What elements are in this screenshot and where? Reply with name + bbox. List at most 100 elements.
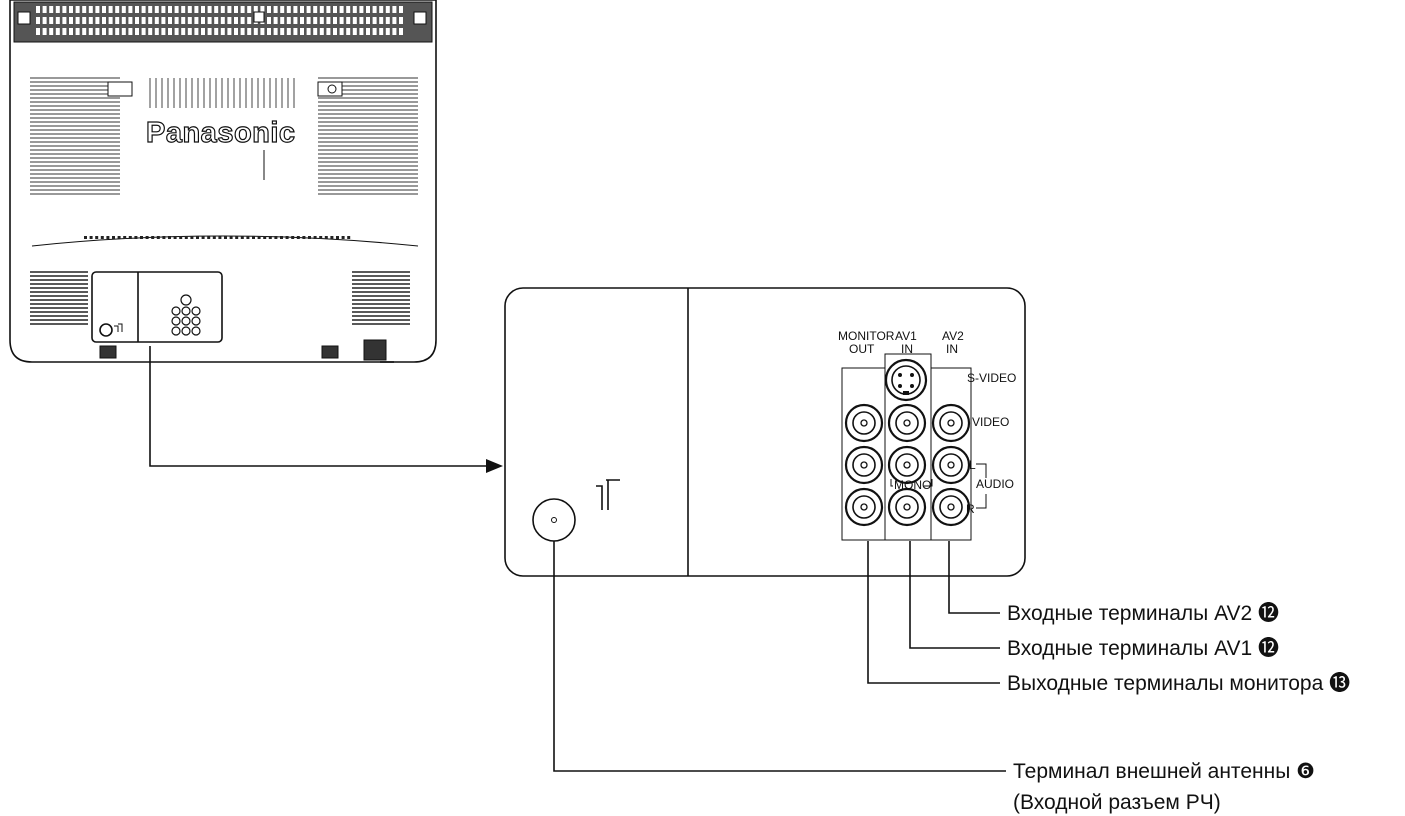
vent-slot xyxy=(385,17,390,24)
top-vent-slots xyxy=(36,6,403,35)
vent-slot xyxy=(207,17,212,24)
vent-dot xyxy=(106,236,110,239)
svideo-pin xyxy=(898,384,902,388)
vent-dot xyxy=(336,236,339,239)
audio-left-label: L xyxy=(969,458,976,472)
monitor-out-header: MONITOR xyxy=(838,329,895,343)
tv-cabinet-outline xyxy=(9,0,437,363)
vent-slot xyxy=(339,6,344,13)
vent-dot xyxy=(196,236,199,239)
vent-slot xyxy=(326,28,331,35)
vent-slot xyxy=(253,28,258,35)
mini-jack xyxy=(191,326,201,336)
rca-jack-pin xyxy=(947,419,955,427)
vent-slot xyxy=(154,6,159,13)
vent-slot xyxy=(82,28,87,35)
vent-slot xyxy=(95,17,100,24)
lower-vent-dots xyxy=(84,236,351,239)
rca-jack-pin xyxy=(947,503,955,511)
tv-brand-logo: Panasonic xyxy=(146,117,296,149)
vent-slot xyxy=(234,28,238,35)
vent-slot xyxy=(148,28,153,35)
mono-label: MONO xyxy=(894,478,931,492)
vent-dot xyxy=(274,236,278,239)
vent-dot xyxy=(128,236,132,239)
vent-dot xyxy=(140,236,143,239)
vent-slot xyxy=(372,28,377,35)
vent-dot xyxy=(224,236,227,239)
vent-slot xyxy=(62,17,67,24)
av1-svideo-inner xyxy=(891,365,921,395)
mini-jack xyxy=(171,316,181,326)
vent-dot xyxy=(168,236,171,239)
vent-dot xyxy=(184,236,188,239)
vent-slot xyxy=(306,6,311,13)
vent-slot xyxy=(300,28,304,35)
vent-slot xyxy=(352,6,357,13)
vent-slot xyxy=(260,6,265,13)
vent-slot xyxy=(161,6,166,13)
vent-slot xyxy=(300,6,304,13)
bottom-vent-grilles xyxy=(30,271,410,325)
vent-slot xyxy=(174,28,179,35)
mini-jack xyxy=(191,316,201,326)
vent-dot xyxy=(156,236,160,239)
vent-dot xyxy=(112,236,115,239)
vent-dot xyxy=(173,236,177,239)
vent-slot xyxy=(174,6,179,13)
vent-slot xyxy=(247,6,252,13)
vent-dot xyxy=(313,236,317,239)
mount-bracket-icon xyxy=(327,84,337,94)
vent-slot xyxy=(82,6,87,13)
vent-slot xyxy=(154,28,159,35)
vent-slot xyxy=(55,6,60,13)
terminal-panel: MONITOR OUT AV1 IN AV2 IN S-VIDEO VIDEO … xyxy=(504,287,1026,577)
vent-slot xyxy=(49,17,54,24)
antenna-input-jack[interactable] xyxy=(532,498,576,542)
vent-slot xyxy=(201,28,205,35)
vent-slot xyxy=(148,17,153,24)
vent-dot xyxy=(252,236,255,239)
vent-slot xyxy=(260,28,265,35)
vent-slot xyxy=(88,6,93,13)
vent-slot xyxy=(69,17,73,24)
vent-slot xyxy=(326,17,331,24)
vent-slot xyxy=(352,17,357,24)
screw-icon xyxy=(17,11,31,25)
svideo-pin xyxy=(910,373,914,377)
tv-back-view: Panasonic xyxy=(9,0,437,363)
vent-slot xyxy=(366,6,370,13)
vent-slot xyxy=(346,28,351,35)
vent-slot xyxy=(194,28,199,35)
av1-header: AV1 xyxy=(895,329,917,343)
vent-slot xyxy=(385,28,390,35)
vent-dot xyxy=(263,236,267,239)
audio-bracket xyxy=(976,463,987,509)
zoom-arrowhead-icon xyxy=(486,459,503,473)
vent-slot xyxy=(273,6,278,13)
vent-slot xyxy=(372,6,377,13)
vent-slot xyxy=(135,17,139,24)
vent-dot xyxy=(218,236,222,239)
vent-slot xyxy=(108,6,113,13)
panel-outline xyxy=(504,287,1026,577)
vent-slot xyxy=(240,28,245,35)
vent-dot xyxy=(246,236,250,239)
vent-slot xyxy=(267,6,271,13)
av1-callout-line xyxy=(909,541,1000,649)
vent-slot xyxy=(187,6,192,13)
vent-dot xyxy=(347,236,351,239)
vent-slot xyxy=(115,28,120,35)
vent-dot xyxy=(89,236,93,239)
vent-dot xyxy=(302,236,306,239)
vent-slot xyxy=(207,28,212,35)
vent-slot xyxy=(69,28,73,35)
vent-slot xyxy=(42,17,47,24)
vent-slot xyxy=(313,6,318,13)
vent-dot xyxy=(308,236,311,239)
mini-jack-cluster xyxy=(171,294,201,336)
vent-slot xyxy=(366,17,370,24)
vent-slot xyxy=(141,28,146,35)
vent-slot xyxy=(135,28,139,35)
